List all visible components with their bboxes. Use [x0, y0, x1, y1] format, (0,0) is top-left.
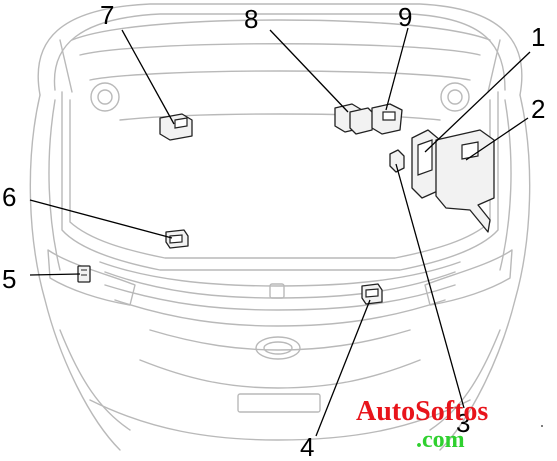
callout-8: 8 — [244, 4, 258, 34]
leader-1 — [424, 51, 531, 153]
leader-7 — [121, 29, 175, 125]
watermark: AutoSoftos .com — [356, 396, 488, 453]
leader-9 — [385, 27, 409, 111]
relay-block-8 — [334, 103, 375, 135]
callout-6: 6 — [2, 182, 16, 212]
callout-9: 9 — [398, 2, 412, 32]
fuse-block-1 — [411, 129, 441, 199]
watermark-line2: .com — [416, 427, 465, 453]
leader-lines — [29, 27, 531, 437]
fuse-box-2 — [435, 129, 495, 233]
watermark-line1: AutoSoftos — [356, 396, 488, 427]
relay-block-9 — [371, 103, 403, 135]
callout-3: 3 — [456, 408, 470, 438]
callout-4: 4 — [300, 432, 314, 461]
leader-4 — [315, 299, 371, 437]
callout-7: 7 — [100, 0, 114, 30]
callout-2: 2 — [531, 94, 545, 124]
leader-3 — [395, 163, 465, 409]
relay-block-7 — [159, 113, 193, 141]
callout-1: 1 — [531, 22, 545, 52]
leader-6 — [29, 199, 173, 239]
bracket-6 — [165, 229, 189, 249]
callout-labels: 1 2 3 4 5 6 7 8 9 — [2, 0, 545, 461]
callout-5: 5 — [2, 264, 16, 294]
connector-4 — [361, 283, 383, 305]
leader-5 — [29, 273, 81, 276]
components — [77, 103, 495, 305]
stray-dot — [541, 425, 543, 427]
car-outline — [29, 3, 531, 451]
leader-2 — [465, 117, 529, 161]
relay-3 — [389, 149, 405, 173]
leader-8 — [269, 29, 349, 113]
